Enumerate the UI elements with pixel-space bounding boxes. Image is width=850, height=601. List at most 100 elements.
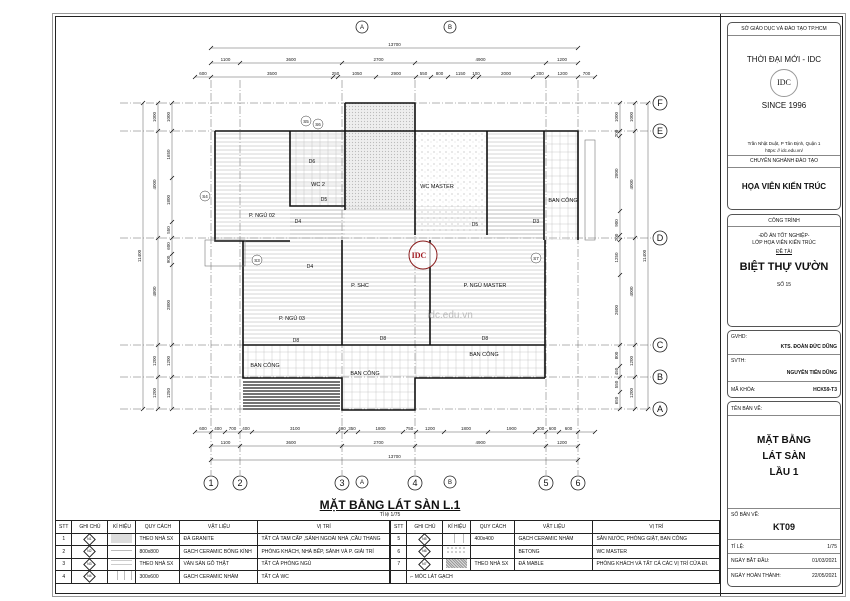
wall-tag: S3 — [254, 258, 260, 263]
axis-bubble — [652, 123, 668, 139]
room-label: BAN CÔNG — [469, 351, 498, 358]
material-swatch — [111, 533, 133, 543]
legend-row: 6 N6 BETONG WC MASTER — [389, 545, 720, 559]
entry-steps — [243, 381, 340, 410]
legend-stt: 7 — [389, 557, 408, 571]
legend-stt: 1 — [54, 532, 73, 546]
legend-row: 4 N4 300x600 GẠCH CERAMIC NHÁM TẤT CẢ WC — [54, 570, 390, 584]
wall-tag: S5 — [303, 119, 309, 124]
dimension-text: 400 — [338, 426, 346, 431]
project-box: CÔNG TRÌNH -ĐỒ ÁN TỐT NGHIỆP- LỚP HỌA VI… — [727, 214, 841, 327]
floor-areas — [215, 103, 578, 410]
company-name: THỜI ĐẠI MỚI - IDC — [746, 55, 822, 64]
axis-bubble — [407, 475, 423, 491]
legend-material: VÁN SÀN GỖ THẬT — [179, 557, 259, 571]
svth: NGUYỄN TIẾN DŨNG — [786, 370, 837, 376]
title-block: SỞ GIÁO DỤC VÀ ĐÀO TẠO TP.HCM THỜI ĐẠI M… — [720, 14, 846, 596]
legend-header: GHI CHÚ — [406, 520, 444, 534]
door-tag: D6 — [309, 159, 316, 165]
room-label: BAN CÔNG — [350, 370, 379, 377]
floor-hall — [290, 206, 544, 240]
legend-spec: THEO NHÀ SX — [135, 532, 181, 546]
axis-bubble — [570, 475, 586, 491]
legend-material: GẠCH CERAMIC BÓNG KÍNH — [179, 545, 259, 559]
dimension-text: 600 — [199, 71, 207, 76]
wall-tag: S7 — [533, 256, 539, 261]
legend-location: PHÒNG KHÁCH, NHÀ BẾP, SẢNH VÀ P. GIẢI TR… — [257, 545, 390, 559]
dimension-text: 2700 — [373, 440, 384, 445]
dimension-text: 1900 — [506, 426, 517, 431]
material-swatch — [446, 533, 468, 543]
svth-label: SVTH: — [731, 358, 746, 364]
dimension-text: 1200 — [557, 57, 568, 62]
sheet-box: TÊN BẢN VẼ: MẶT BẰNG LÁT SÀN LẦU 1 SỐ BẢ… — [727, 401, 841, 587]
legend-material: ĐÁ MABLE — [514, 557, 594, 571]
floor-wc-2 — [290, 131, 345, 206]
topic-number: SỐ 15 — [776, 282, 792, 288]
room-label: WC MASTER — [420, 184, 454, 190]
section-label: A — [360, 25, 364, 31]
dimension-text: 1150 — [456, 71, 466, 76]
dimension-text: 1250 — [614, 252, 619, 263]
people-box: GVHD: KTS. ĐOÀN ĐỨC DŨNG SVTH: NGUYỄN TI… — [727, 330, 841, 398]
dimension-text: 2800 — [166, 299, 171, 310]
legend-stt: 5 — [389, 532, 408, 546]
dimension-text: 550 — [166, 226, 171, 234]
floor-ban-cong-right — [544, 131, 578, 240]
axis-bubble — [652, 230, 668, 246]
start-label: NGÀY BẮT ĐẦU: — [731, 558, 770, 564]
axis-label: B — [657, 372, 663, 382]
dimension-text: 1000 — [614, 111, 619, 122]
axis-label: 2 — [237, 478, 242, 488]
legend-stt: 6 — [389, 545, 408, 559]
legend-stt: 4 — [54, 570, 73, 584]
dimension-text: 800 — [614, 351, 619, 359]
sheet-name-label: TÊN BẢN VẼ: — [731, 406, 763, 412]
material-swatch — [111, 571, 133, 581]
dimension-text: 400 — [214, 426, 222, 431]
dimension-text: 1200 — [425, 426, 436, 431]
sheet-name-3: LẦU 1 — [769, 467, 799, 478]
dimension-text: 1000 — [629, 111, 634, 122]
dimension-text: 700 — [583, 71, 591, 76]
dimension-text: 3600 — [286, 440, 297, 445]
floor-lower-balcony — [342, 378, 415, 410]
wall-tag: S6 — [315, 122, 321, 127]
dimension-text: 1250 — [166, 387, 171, 398]
axis-bubble — [334, 475, 350, 491]
door-tag: D5 — [321, 197, 328, 203]
legend-spec: THEO NHÀ SX — [135, 557, 181, 571]
dimension-text: 350 — [348, 426, 356, 431]
dimension-text: 450 — [614, 367, 619, 375]
room-label: BAN CÔNG — [250, 362, 279, 369]
room-label: P. NGỦ MASTER — [464, 282, 507, 289]
dimension-text: 1100 — [221, 57, 231, 62]
dimension-text: 3600 — [286, 57, 297, 62]
dimension-text: 1800 — [166, 194, 171, 205]
program-label: CHUYÊN NGHÀNH ĐÀO TẠO — [750, 158, 818, 164]
dimension-text: 600 — [199, 426, 207, 431]
dimension-text: 550 — [614, 380, 619, 388]
dimension-text: 200 — [536, 71, 544, 76]
axis-bubble — [538, 475, 554, 491]
section-label: A — [360, 480, 364, 486]
door-tag: D3 — [533, 219, 540, 225]
room-label: P. NGỦ 03 — [279, 315, 305, 322]
dimension-text: 900 — [166, 255, 171, 263]
gvhd-label: GVHD: — [731, 334, 747, 340]
dimension-text: 2900 — [391, 71, 402, 76]
dimension-text: 4000 — [152, 179, 157, 190]
dimension-text: 1200 — [557, 71, 568, 76]
legend-location: TẤT CẢ TAM CẤP ,SẢNH NGOÀI NHÀ ,CẦU THAN… — [257, 532, 390, 546]
door-tag: D8 — [482, 336, 489, 342]
axis-label: 5 — [543, 478, 548, 488]
floor-balconies — [243, 345, 545, 378]
room-label: P. NGỦ 02 — [249, 212, 275, 219]
axis-label: D — [657, 233, 664, 243]
sheet-name-2: LÁT SÀN — [762, 451, 806, 462]
course: HCK59-T3 — [813, 387, 837, 393]
material-swatch — [446, 558, 468, 568]
axis-bubble — [652, 337, 668, 353]
